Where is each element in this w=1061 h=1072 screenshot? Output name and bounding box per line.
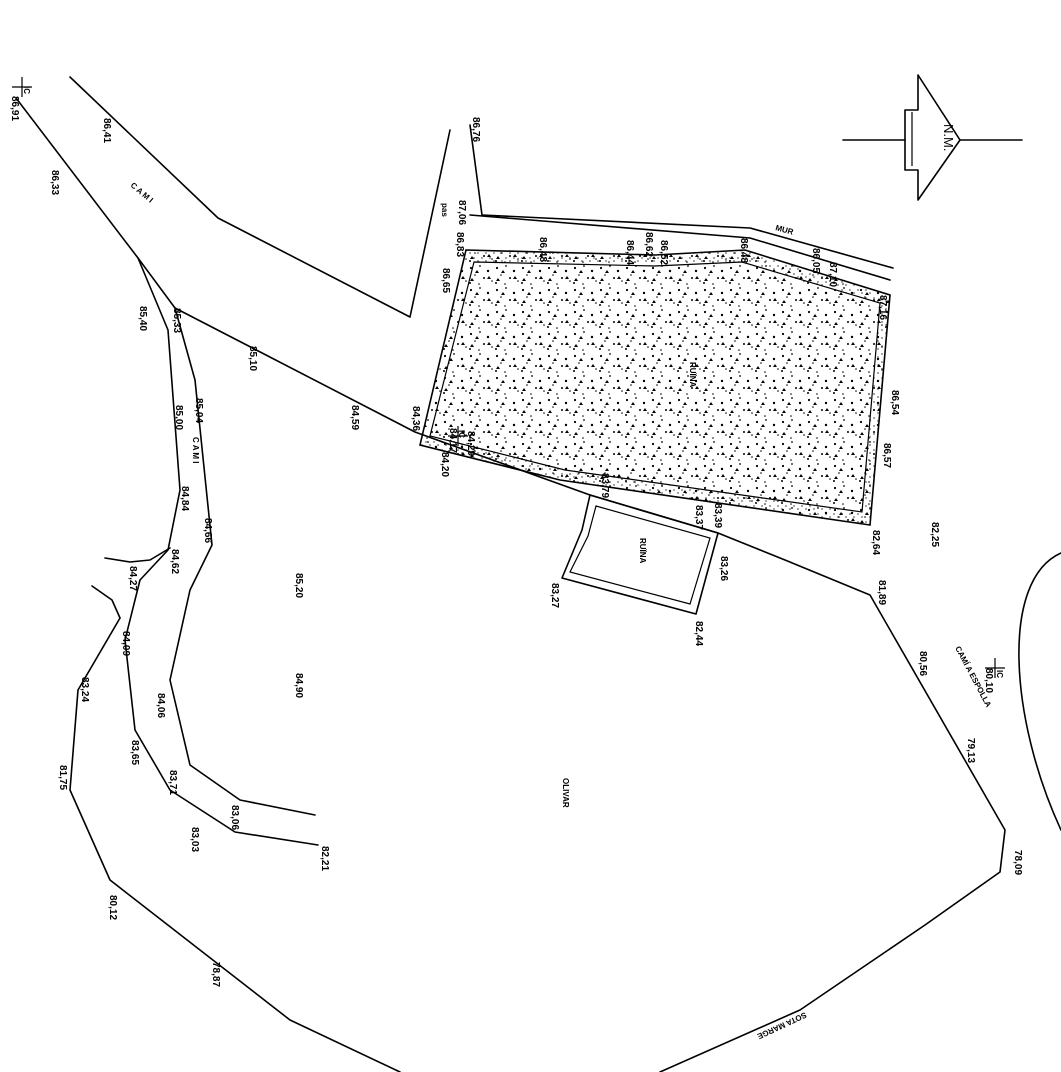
- elevation-label: 82,64: [870, 530, 881, 555]
- ruin-big: RUÏNA: [419, 249, 891, 526]
- north-arrow: N.M.: [842, 74, 1023, 201]
- elevation-label: 84,84: [179, 486, 190, 511]
- elevation-label: 87,06: [456, 200, 467, 225]
- svg-text:IC: IC: [22, 86, 31, 94]
- benchmark-e: IC 80,10: [983, 658, 1005, 693]
- elevation-label: 81,75: [57, 765, 68, 790]
- elevation-label: 86,05: [810, 248, 821, 273]
- elevation-label: 87,16: [877, 295, 888, 320]
- elevation-label: 84,36: [410, 406, 421, 431]
- elevation-label: 80,12: [107, 895, 118, 920]
- elevation-label: 83,03: [189, 827, 200, 852]
- elevation-label: 83,79: [599, 473, 610, 498]
- elevation-label: 86,57: [881, 443, 892, 468]
- elevation-label: 85,33: [171, 308, 182, 333]
- ruina-small-label: RUÏNA: [638, 538, 647, 564]
- elevation-label: 78,09: [1012, 850, 1023, 875]
- elevation-label: 86,62: [643, 232, 654, 257]
- elevation-label: 86,48: [738, 238, 749, 263]
- elevation-labels: 86,41 86,33 86,76 87,06 86,83 86,65 86,4…: [49, 117, 1023, 987]
- elevation-label: 84,62: [169, 549, 180, 574]
- feature-label-olivar: OLIVAR: [561, 778, 570, 808]
- elevation-label: 87,10: [827, 262, 838, 287]
- elevation-label: 83,65: [129, 740, 140, 765]
- svg-text:86,91: 86,91: [9, 96, 20, 121]
- elevation-label: 86,83: [454, 232, 465, 257]
- elevation-label: 85,20: [293, 573, 304, 598]
- elevation-label: 84,20: [439, 452, 450, 477]
- elevation-label: 83,06: [229, 805, 240, 830]
- elevation-label: 84,09: [120, 631, 131, 656]
- elevation-label: 84,90: [293, 673, 304, 698]
- elevation-label: 86,76: [470, 117, 481, 142]
- elevation-label: 83,39: [712, 503, 723, 528]
- elevation-label: 81,89: [876, 580, 887, 605]
- svg-text:IC: IC: [457, 430, 466, 438]
- elevation-label: 79,13: [965, 738, 976, 763]
- elevation-label: 78,87: [210, 962, 221, 987]
- road-label-cami-lower: C A M I: [191, 437, 200, 464]
- svg-text:84,17: 84,17: [447, 428, 458, 453]
- elevation-label: 86,65: [440, 268, 451, 293]
- elevation-label: 85,00: [173, 405, 184, 430]
- feature-label-mur: MUR: [774, 223, 794, 236]
- elevation-label: 82,21: [319, 846, 330, 871]
- elevation-label: 82,44: [693, 621, 704, 646]
- svg-text:80,10: 80,10: [983, 668, 994, 693]
- road-label-cami-upper: C A M I: [129, 181, 155, 205]
- elevation-label: 83,71: [167, 770, 178, 795]
- elevation-label: 86,33: [49, 170, 60, 195]
- elevation-label: 85,10: [247, 346, 258, 371]
- north-label: N.M.: [941, 124, 956, 151]
- elevation-label: 86,44: [624, 240, 635, 265]
- elevation-label: 83,27: [549, 583, 560, 608]
- ruin-small: RUÏNA: [561, 494, 719, 615]
- svg-text:IC: IC: [995, 670, 1004, 678]
- elevation-label: 84,06: [155, 693, 166, 718]
- elevation-label: 86,48: [537, 237, 548, 262]
- elevation-label: 84,66: [202, 518, 213, 543]
- road-cami-lower: [69, 257, 1061, 1072]
- feature-label-pas: pas: [440, 203, 449, 217]
- elevation-label: 85,04: [193, 398, 204, 423]
- elevation-label: 86,54: [889, 390, 900, 415]
- elevation-label: 80,56: [917, 651, 928, 676]
- elevation-label: 86,52: [658, 240, 669, 265]
- elevation-label: 83,24: [79, 677, 90, 702]
- elevation-label: 83,26: [718, 556, 729, 581]
- elevation-label: 84,27: [127, 566, 138, 591]
- elevation-label: 86,41: [101, 118, 112, 143]
- elevation-label: 84,59: [349, 405, 360, 430]
- ruina-big-label: RUÏNA: [688, 362, 697, 388]
- benchmark-mid: IC 84,17: [447, 426, 468, 453]
- elevation-label: 84,29: [465, 431, 476, 456]
- elevation-label: 82,25: [929, 522, 940, 547]
- benchmark-nw: IC 86,91: [9, 77, 32, 121]
- elevation-label: 85,40: [137, 306, 148, 331]
- elevation-label: 83,37: [693, 505, 704, 530]
